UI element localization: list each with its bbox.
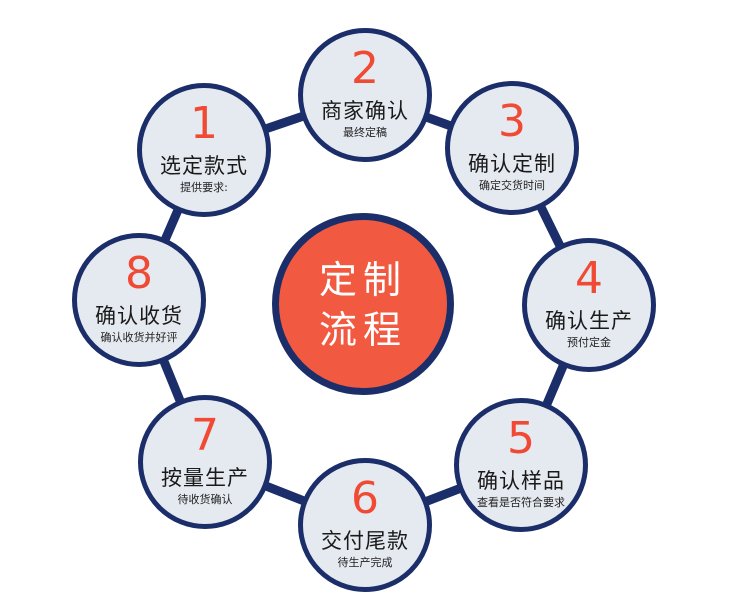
- step-3: 3 确认定制 确定交货时间: [445, 81, 579, 215]
- step-subtitle: 预付定金: [567, 336, 611, 349]
- center-title-line1: 定制: [318, 258, 407, 302]
- step-title: 确认样品: [477, 469, 565, 493]
- step-subtitle: 确认收货并好评: [100, 331, 178, 344]
- center-title-line2: 流程: [318, 308, 407, 352]
- step-subtitle: 最终定稿: [343, 126, 387, 139]
- step-subtitle: 待生产完成: [337, 556, 393, 569]
- step-subtitle: 待收货确认: [177, 493, 233, 506]
- center-hub: 定制 流程: [272, 213, 454, 395]
- step-number: 6: [351, 473, 379, 524]
- step-number: 1: [190, 98, 218, 149]
- step-subtitle: 提供要求:: [180, 181, 228, 194]
- step-title: 确认生产: [545, 309, 633, 333]
- step-8: 8 确认收货 确认收货并好评: [72, 233, 206, 367]
- step-5: 5 确认样品 查看是否符合要求: [454, 398, 588, 532]
- step-1: 1 选定款式 提供要求:: [137, 83, 271, 217]
- step-number: 7: [191, 410, 219, 461]
- step-title: 交付尾款: [321, 529, 409, 553]
- step-number: 5: [507, 413, 535, 464]
- step-2: 2 商家确认 最终定稿: [298, 28, 432, 162]
- step-title: 确认定制: [468, 152, 556, 176]
- step-7: 7 按量生产 待收货确认: [138, 395, 272, 529]
- step-subtitle: 查看是否符合要求: [477, 496, 565, 509]
- step-title: 选定款式: [160, 154, 248, 178]
- step-title: 确认收货: [95, 304, 183, 328]
- step-title: 商家确认: [321, 99, 409, 123]
- step-6: 6 交付尾款 待生产完成: [298, 458, 432, 592]
- step-number: 8: [125, 248, 153, 299]
- step-title: 按量生产: [161, 466, 249, 490]
- step-number: 4: [575, 253, 603, 304]
- step-number: 2: [351, 43, 379, 94]
- step-4: 4 确认生产 预付定金: [522, 238, 656, 372]
- step-subtitle: 确定交货时间: [479, 179, 545, 192]
- step-number: 3: [498, 96, 526, 147]
